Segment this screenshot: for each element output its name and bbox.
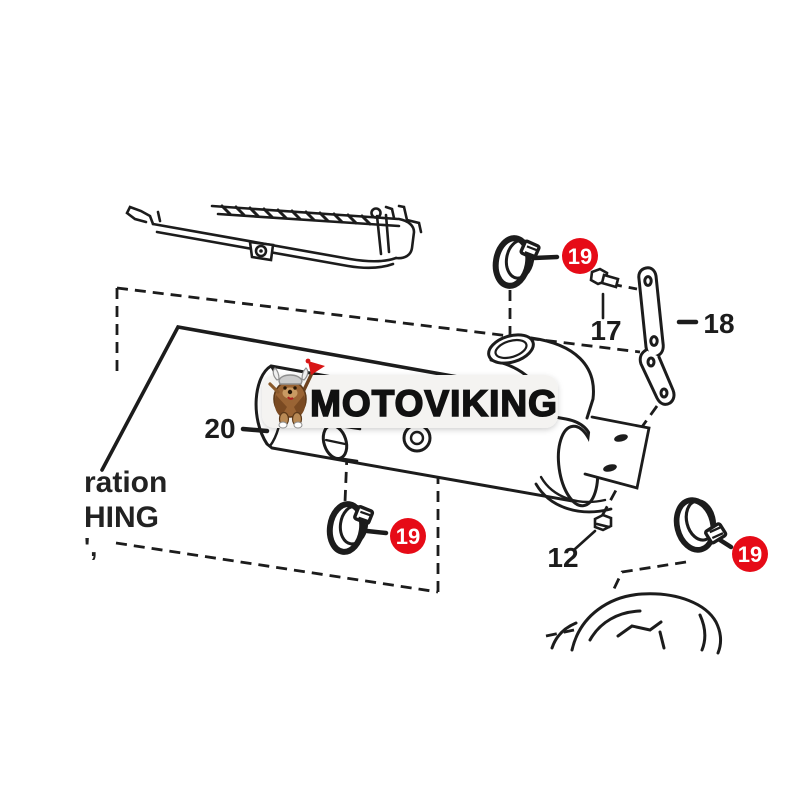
watermark-logo: MOTOVIKING [262, 358, 558, 429]
clipped-text-line3: ', [84, 532, 97, 562]
part-label-12: 12 [547, 542, 578, 573]
red-callout-19-middle: 19 [364, 518, 426, 554]
callout-circle [390, 518, 426, 554]
callout-circle [562, 238, 598, 274]
clamp-19-middle-drawing [326, 501, 375, 555]
viking-dog-mascot-icon [268, 358, 325, 429]
red-callout-19-top: 19 [531, 238, 598, 274]
part-label-20: 20 [204, 413, 235, 444]
callout-label: 19 [396, 524, 420, 549]
callout-circle [732, 536, 768, 572]
axe-flag [308, 361, 325, 375]
air-cleaner-drawing [550, 592, 722, 655]
part-labels: 17 18 20 12 [204, 308, 734, 573]
bracket-18-drawing [637, 266, 676, 406]
bolt-17-drawing [589, 267, 620, 320]
bolt-12-drawing [573, 513, 613, 551]
clamp-19-bottom-drawing [673, 497, 728, 553]
clipped-text-line2: HING [84, 501, 159, 534]
red-callout-19-bottom: 19 [717, 536, 768, 572]
watermark-box [262, 375, 558, 428]
engine-base-drawing [125, 204, 423, 270]
clipped-left-text: ration HING ', [84, 466, 167, 562]
clipped-text-line1: ration [84, 466, 167, 499]
panel-edge-line [100, 324, 499, 472]
callout-label: 19 [738, 542, 762, 567]
part-label-18: 18 [703, 308, 734, 339]
part-label-17: 17 [590, 315, 621, 346]
callout-label: 19 [568, 244, 592, 269]
watermark-brand-text: MOTOVIKING [310, 383, 558, 424]
clamp-19-top-drawing [492, 235, 541, 289]
